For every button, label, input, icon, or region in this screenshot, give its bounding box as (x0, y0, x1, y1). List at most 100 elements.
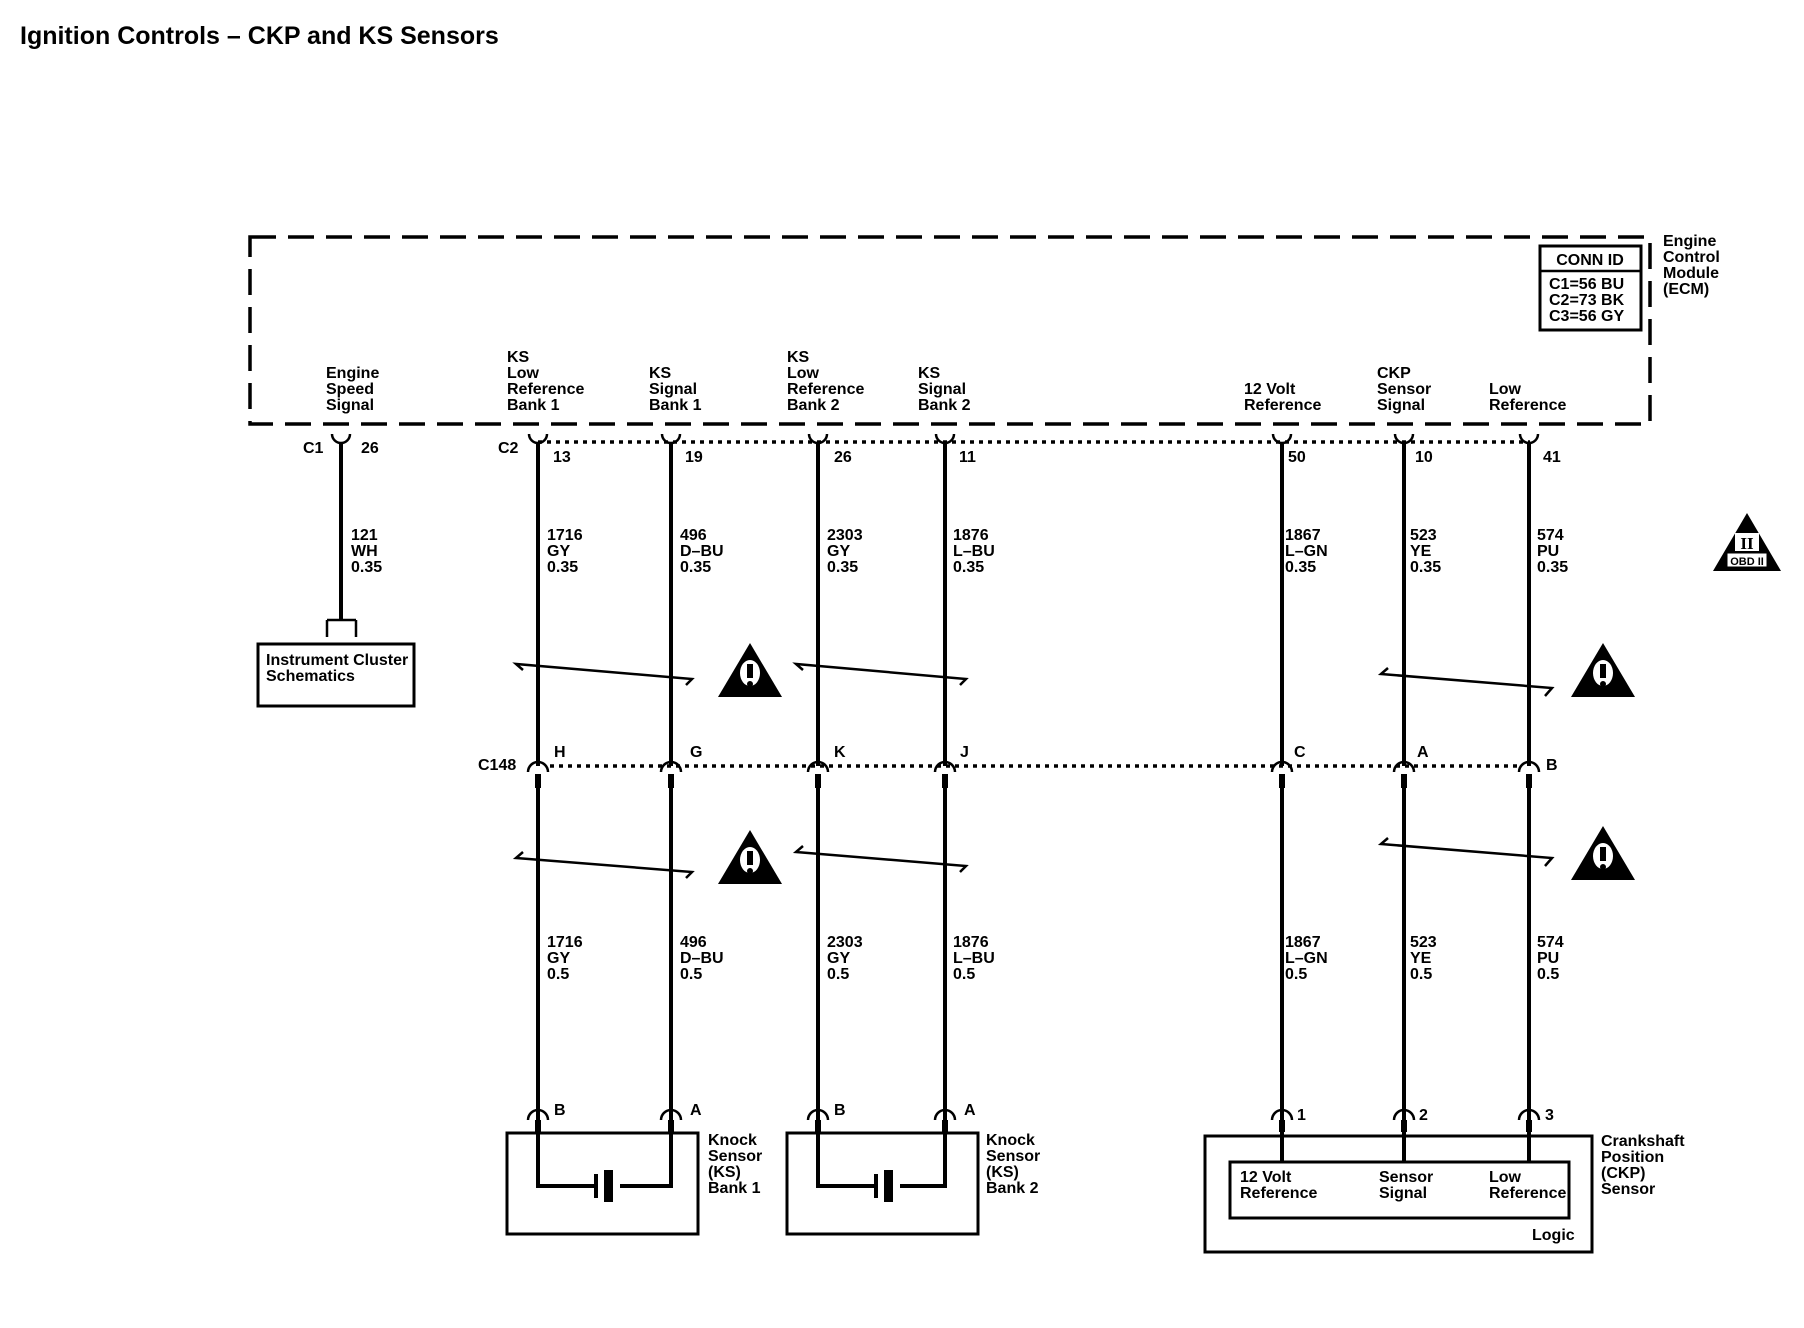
c148-pin (1526, 774, 1532, 788)
c148-socket (933, 760, 957, 773)
c148-pin (815, 774, 821, 788)
pin-number: 10 (1415, 449, 1433, 466)
caution-icon (1571, 826, 1635, 880)
wire-label-523-upper: 523 YE 0.35 (1410, 527, 1441, 576)
pin-number: 50 (1288, 449, 1306, 466)
c148-pin (535, 774, 541, 788)
terminal-label-ks-lowref-bank2: KS Low Reference Bank 2 (787, 349, 869, 414)
conn-id-header: CONN ID (1556, 252, 1624, 269)
ckp-pin-label: 1 (1297, 1107, 1306, 1124)
ckp-pin-label: 2 (1419, 1107, 1428, 1124)
wire-label-523-lower: 523 YE 0.5 (1410, 934, 1441, 983)
c148-socket (526, 760, 550, 773)
conn-id-line: C1=56 BU (1549, 276, 1624, 293)
pin-number: 11 (959, 449, 976, 466)
c148-socket (1270, 760, 1294, 773)
ckp-inner-label: 12 Volt Reference (1240, 1169, 1317, 1202)
twisted-pair-ks-bank1-upper (512, 662, 695, 686)
wire-label-121: 121 WH 0.35 (351, 527, 382, 576)
caution-icon (718, 643, 782, 697)
wire-label-2303-upper: 2303 GY 0.35 (827, 527, 867, 576)
instrument-cluster-label: Instrument Cluster Schematics (266, 652, 413, 685)
c148-socket (1392, 760, 1416, 773)
wire-label-2303-lower: 2303 GY 0.5 (827, 934, 867, 983)
component-socket (1392, 1108, 1416, 1121)
knock-sensor-bank2[interactable] (785, 1113, 980, 1236)
ecm-name: Engine Control Module (ECM) (1663, 233, 1724, 298)
pin-number: 41 (1543, 449, 1561, 466)
knock-sensor-bank2-label: Knock Sensor (KS) Bank 2 (986, 1132, 1045, 1197)
twisted-pair-ks-bank2-lower (792, 845, 969, 873)
pin-number: 26 (834, 449, 852, 466)
c148-pin (1401, 774, 1407, 788)
connector-label-c1: C1 (303, 440, 324, 457)
wire-label-1867-lower: 1867 L–GN 0.5 (1285, 934, 1332, 983)
wire-label-496-upper: 496 D–BU 0.35 (680, 527, 728, 576)
c148-pin (1279, 774, 1285, 788)
wire-label-1876-upper: 1876 L–BU 0.35 (953, 527, 999, 576)
ckp-pin-label: 3 (1545, 1107, 1554, 1124)
ecm-enclosure (248, 235, 1652, 426)
twisted-pair-ks-bank2-upper (792, 662, 969, 686)
connector-label-c148: C148 (478, 757, 516, 774)
caution-icon (718, 830, 782, 884)
ckp-sensor-name: Crankshaft Position (CKP) Sensor (1601, 1133, 1689, 1198)
ckp-inner-label: Sensor Signal (1379, 1169, 1438, 1202)
ks-bank2-pin-label: B (834, 1102, 846, 1119)
wire-label-574-upper: 574 PU 0.35 (1537, 527, 1568, 576)
knock-sensor-bank1[interactable] (505, 1113, 700, 1236)
engine-speed-circuit (325, 433, 358, 637)
terminal-label-low-reference: Low Reference (1489, 381, 1566, 414)
ks-bank2-pin-label: A (964, 1102, 976, 1119)
terminal-label-engine-speed: Engine Speed Signal (326, 365, 384, 414)
c148-socket (659, 760, 683, 773)
ckp-sensor[interactable] (1203, 1113, 1594, 1254)
ks-bank1-pin-label: B (554, 1102, 566, 1119)
twisted-pair-ckp-upper (1377, 667, 1555, 697)
instrument-cluster-box[interactable] (256, 642, 416, 708)
c148-socket (806, 760, 830, 773)
component-socket (933, 1108, 957, 1121)
terminal-label-12v-reference: 12 Volt Reference (1244, 381, 1321, 414)
ckp-logic-label: Logic (1532, 1227, 1575, 1244)
c148-pin-label: C (1294, 744, 1306, 761)
obd-ii-icon: II OBD II (1713, 513, 1781, 571)
pin-number: 19 (685, 449, 703, 466)
ecm-pin (1271, 433, 1293, 445)
terminal-label-ks-signal-bank2: KS Signal Bank 2 (918, 365, 971, 414)
wire-label-1876-lower: 1876 L–BU 0.5 (953, 934, 999, 983)
c148-pin (942, 774, 948, 788)
terminal-label-ks-lowref-bank1: KS Low Reference Bank 1 (507, 349, 589, 414)
wire-label-574-lower: 574 PU 0.5 (1537, 934, 1568, 983)
wire-label-1716-lower: 1716 GY 0.5 (547, 934, 587, 983)
component-socket (1517, 1108, 1541, 1121)
terminal-label-ckp-signal: CKP Sensor Signal (1377, 365, 1436, 414)
caution-icon (1571, 643, 1635, 697)
c148-socket (1517, 760, 1541, 773)
wire-label-496-lower: 496 D–BU 0.5 (680, 934, 728, 983)
pin-number: 26 (361, 440, 379, 457)
c148-pin-label: G (690, 744, 702, 761)
connector-label-c2: C2 (498, 440, 519, 457)
component-socket (1270, 1108, 1294, 1121)
ecm-pin (660, 433, 682, 445)
wire-label-1716-upper: 1716 GY 0.35 (547, 527, 587, 576)
terminal-label-ks-signal-bank1: KS Signal Bank 1 (649, 365, 702, 414)
c148-pin (668, 774, 674, 788)
obd-text: OBD II (1730, 556, 1764, 568)
pin-number: 13 (553, 449, 571, 466)
c148-pin-label: H (554, 744, 566, 761)
c148-pin-label: B (1546, 757, 1558, 774)
c148-pin-label: A (1417, 744, 1429, 761)
twisted-pair-markers (512, 662, 1555, 879)
c148-pin-label: K (834, 744, 846, 761)
component-socket (526, 1108, 550, 1121)
twisted-pair-ckp-lower (1377, 837, 1555, 867)
component-socket (806, 1108, 830, 1121)
obd-numeral: II (1740, 534, 1754, 553)
knock-sensor-bank1-label: Knock Sensor (KS) Bank 1 (708, 1132, 767, 1197)
ckp-inner-label: Low Reference (1489, 1169, 1566, 1202)
conn-id-box: CONN ID C1=56 BU C2=73 BK C3=56 GY (1538, 244, 1643, 332)
conn-id-line: C2=73 BK (1549, 292, 1625, 309)
